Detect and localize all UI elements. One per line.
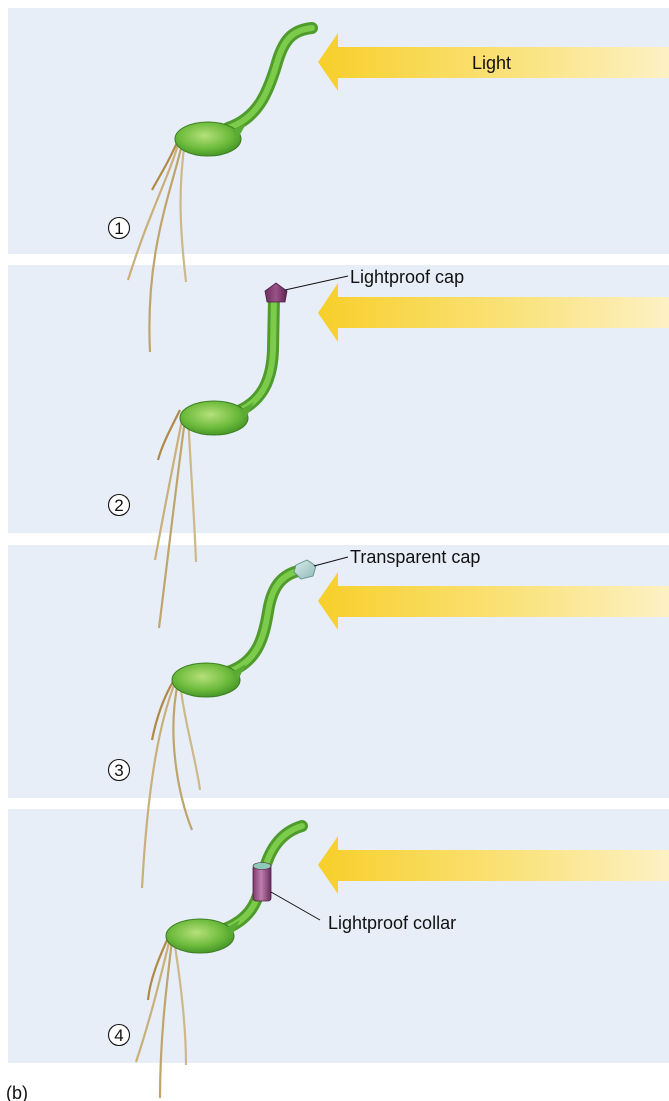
light-arrow-4 <box>318 836 669 894</box>
callout-line-4 <box>270 891 321 921</box>
light-arrow-2 <box>318 283 669 342</box>
callout-line-3 <box>313 556 349 567</box>
panel-3: Transparent cap 3 <box>107 547 669 889</box>
panel-1: Light 1 <box>107 22 669 353</box>
panel-number-1: 1 <box>107 216 131 240</box>
panel-3-background <box>8 545 669 798</box>
callout-line-2 <box>284 275 349 291</box>
panel-4-background <box>8 809 669 1063</box>
svg-text:3: 3 <box>114 761 123 780</box>
seedling-3 <box>140 559 317 889</box>
light-arrow-3 <box>318 572 669 630</box>
seedling-1 <box>126 22 318 353</box>
panel-1-background <box>8 8 669 254</box>
lightproof-collar <box>252 862 272 902</box>
light-arrow-1 <box>318 33 669 91</box>
panel-2: Lightproof cap 2 <box>107 267 669 629</box>
svg-text:4: 4 <box>114 1026 123 1045</box>
lightproof-collar-label: Lightproof collar <box>328 913 456 933</box>
transparent-cap <box>293 559 317 580</box>
panel-number-3: 3 <box>107 758 131 782</box>
panel-number-4: 4 <box>107 1023 131 1047</box>
svg-text:2: 2 <box>114 496 123 515</box>
part-label: (b) <box>6 1083 28 1101</box>
panel-4: Lightproof collar 4 <box>107 820 669 1099</box>
transparent-cap-label: Transparent cap <box>350 547 480 567</box>
light-label: Light <box>472 53 511 73</box>
svg-text:1: 1 <box>114 219 123 238</box>
panel-number-2: 2 <box>107 493 131 517</box>
seedling-4 <box>134 820 308 1099</box>
seedling-2 <box>153 282 288 629</box>
lightproof-cap-label: Lightproof cap <box>350 267 464 287</box>
